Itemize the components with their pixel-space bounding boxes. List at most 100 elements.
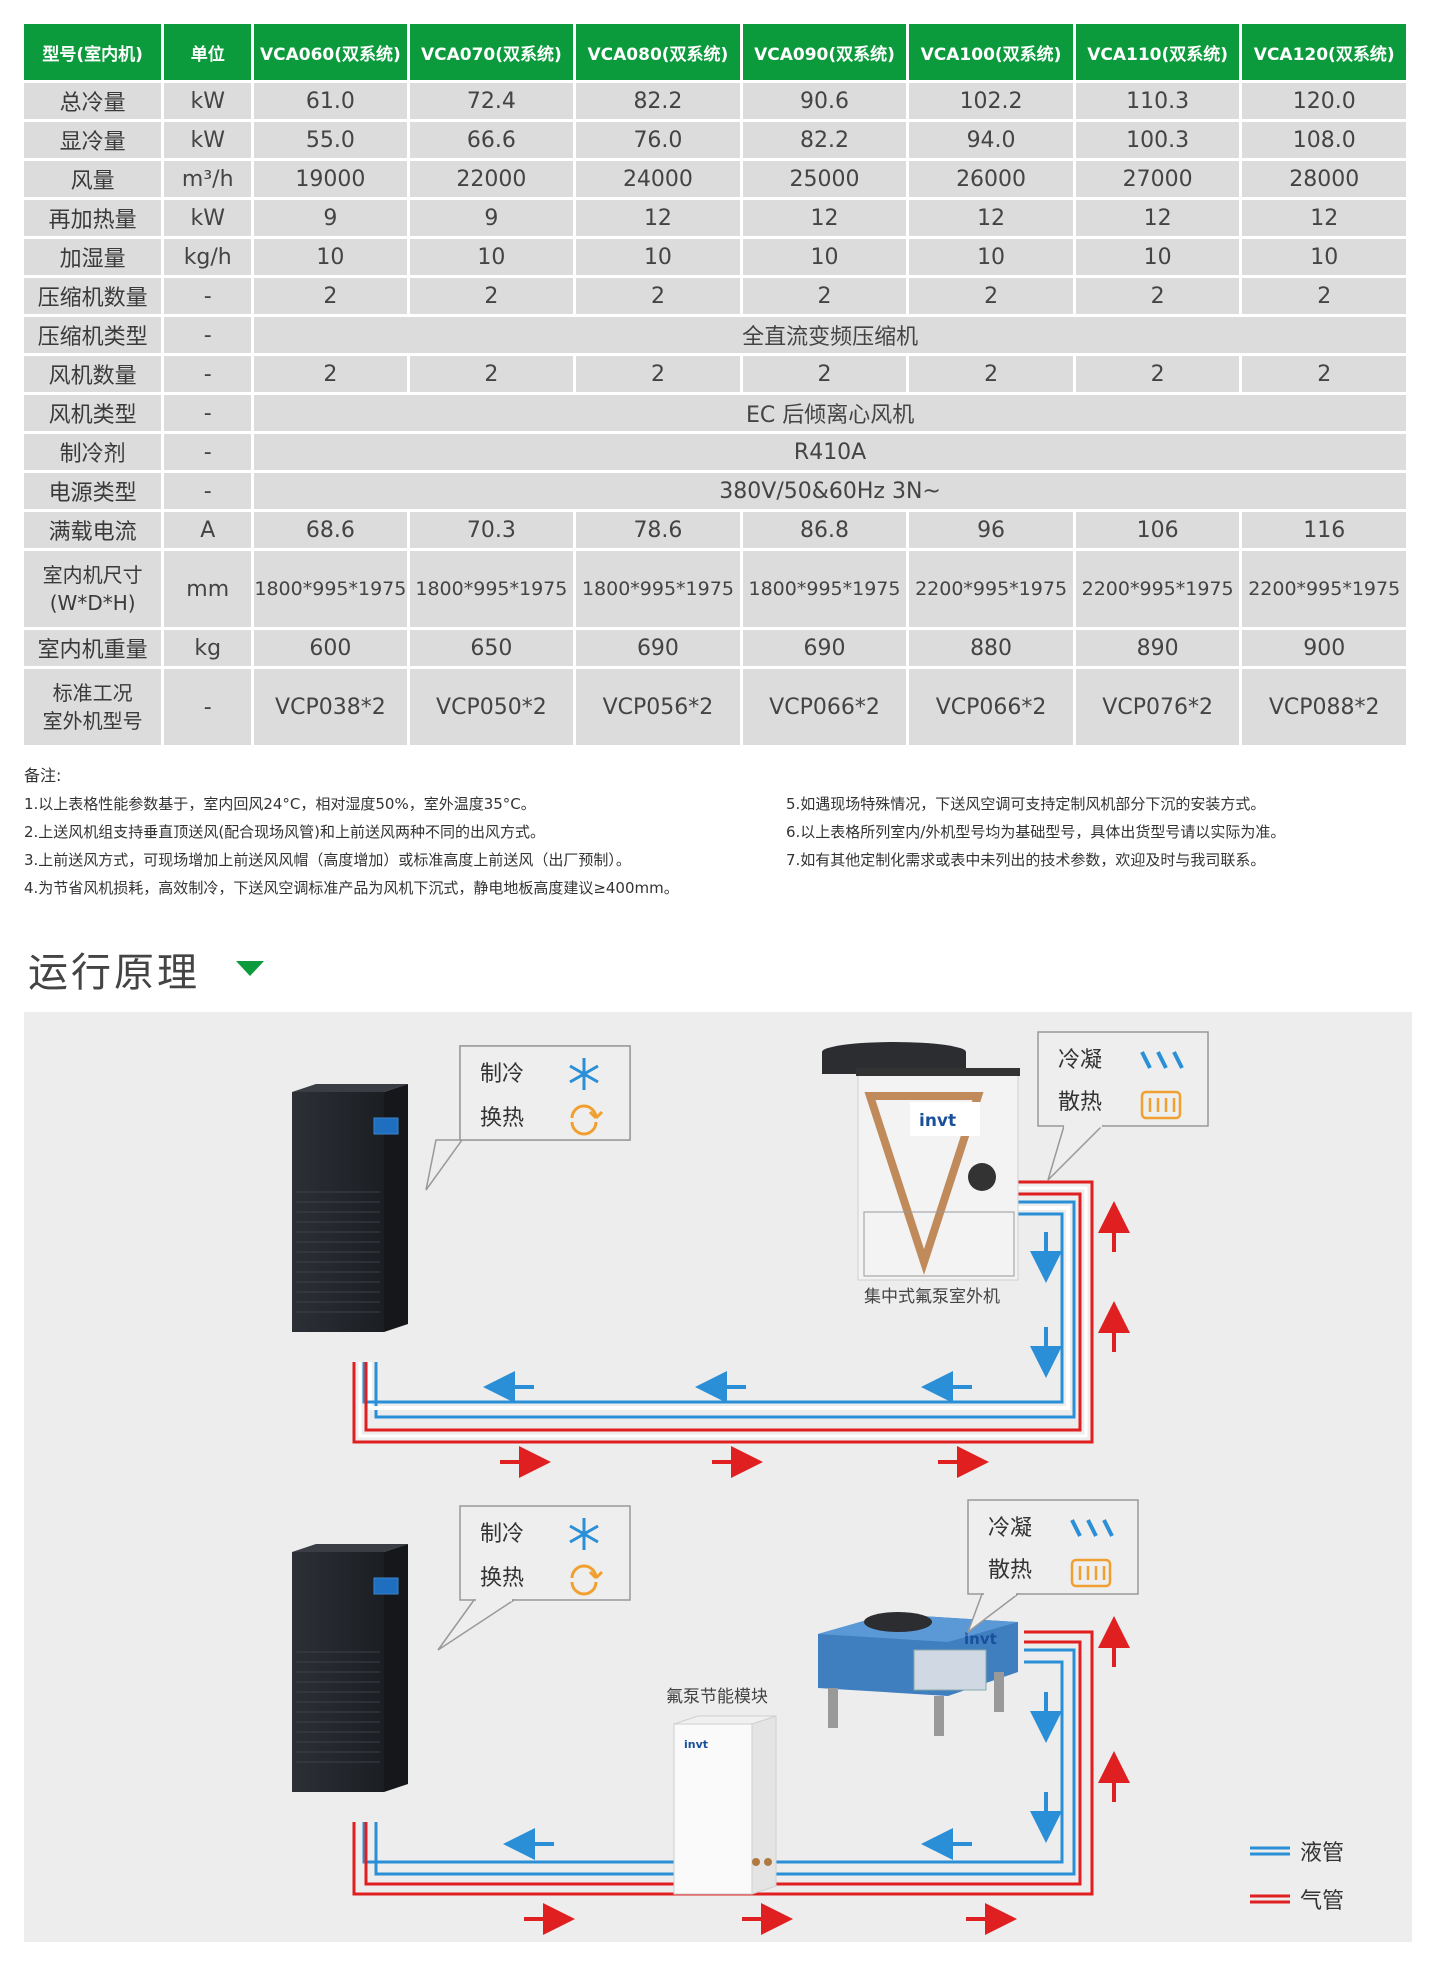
bubble-cooling-label: 制冷: [480, 1062, 524, 1087]
top-system: 制冷 换热 invt 集中式氟泵室外机: [292, 1031, 1209, 1478]
table-cell: 12: [576, 200, 740, 236]
table-cell: 10: [409, 239, 574, 275]
table-cell: VCP050*2: [409, 669, 574, 745]
table-cell: 70.3: [409, 512, 574, 548]
bubble-condense-label: 冷凝: [988, 1516, 1032, 1541]
table-cell: VCP038*2: [254, 669, 407, 745]
row-unit: kW: [164, 122, 252, 158]
table-cell: 24000: [576, 161, 740, 197]
operation-diagram: 制冷 换热 invt 集中式氟泵室外机: [24, 1012, 1412, 1942]
table-cell: 72.4: [409, 83, 574, 119]
wind-icon: [1070, 1519, 1114, 1537]
table-cell: 2: [909, 356, 1073, 392]
notes-left: 备注: 1.以上表格性能参数基于，室内回风24°C，相对湿度50%，室外温度35…: [24, 762, 679, 902]
row-unit: kg: [164, 630, 252, 666]
table-cell: VCP088*2: [1242, 669, 1406, 745]
table-cell: 102.2: [909, 83, 1073, 119]
table-cell: 1800*995*1975: [409, 551, 574, 627]
merged-cell: R410A: [254, 434, 1406, 470]
table-cell: VCP066*2: [909, 669, 1073, 745]
table-cell: 600: [254, 630, 407, 666]
invt-logo: invt: [964, 1630, 997, 1648]
table-cell: 76.0: [576, 122, 740, 158]
indoor-unit-bottom: [292, 1544, 408, 1792]
table-cell: 78.6: [576, 512, 740, 548]
table-cell: 94.0: [909, 122, 1073, 158]
row-unit: -: [164, 278, 252, 314]
table-cell: 2200*995*1975: [1242, 551, 1406, 627]
table-row: 制冷剂-R410A: [24, 434, 1406, 470]
table-cell: 2: [409, 278, 574, 314]
merged-cell: 全直流变频压缩机: [254, 317, 1406, 353]
table-cell: 27000: [1075, 161, 1240, 197]
row-unit: A: [164, 512, 252, 548]
column-header: VCA100(双系统): [909, 24, 1073, 80]
row-label-text: 电源类型: [48, 481, 137, 506]
table-cell: 9: [409, 200, 574, 236]
table-cell: 2: [1242, 278, 1406, 314]
table-cell: 100.3: [1075, 122, 1240, 158]
row-label: 压缩机类型: [24, 317, 162, 353]
row-label-text: 室内机尺寸: [42, 563, 143, 587]
row-unit: kW: [164, 83, 252, 119]
table-cell: 19000: [254, 161, 407, 197]
table-cell: 2: [742, 356, 907, 392]
row-label: 制冷剂: [24, 434, 162, 470]
row-unit: kg/h: [164, 239, 252, 275]
table-cell: 22000: [409, 161, 574, 197]
merged-cell: 380V/50&60Hz 3N~: [254, 473, 1406, 509]
column-header: VCA080(双系统): [576, 24, 740, 80]
wind-icon: [1140, 1051, 1184, 1069]
outdoor-bubble-bottom: 冷凝 散热: [966, 1499, 1139, 1635]
table-cell: 28000: [1242, 161, 1406, 197]
table-row: 压缩机类型-全直流变频压缩机: [24, 317, 1406, 353]
table-cell: 9: [254, 200, 407, 236]
table-cell: 1800*995*1975: [254, 551, 407, 627]
outdoor-bubble-top: 冷凝 散热: [1037, 1031, 1209, 1181]
row-label-text: 标准工况: [52, 681, 133, 705]
row-label: 再加热量: [24, 200, 162, 236]
table-cell: 12: [909, 200, 1073, 236]
table-cell: 25000: [742, 161, 907, 197]
bubble-condense-label: 冷凝: [1058, 1048, 1102, 1073]
legend: 液管 气管: [1250, 1841, 1344, 1914]
table-cell: 116: [1242, 512, 1406, 548]
column-header: 型号(室内机): [24, 24, 162, 80]
table-cell: 12: [1242, 200, 1406, 236]
heat-icon: [1070, 1558, 1112, 1588]
section-title: 运行原理: [28, 950, 200, 996]
row-label: 显冷量: [24, 122, 162, 158]
outdoor-unit-bottom: invt: [818, 1612, 1018, 1736]
bubble-heat-exchange-label: 换热: [480, 1106, 524, 1131]
table-cell: VCP056*2: [576, 669, 740, 745]
table-cell: 10: [576, 239, 740, 275]
table-cell: 2: [1075, 356, 1240, 392]
row-unit: -: [164, 434, 252, 470]
row-label-text: 风量: [70, 169, 115, 194]
row-unit: -: [164, 395, 252, 431]
table-cell: 890: [1075, 630, 1240, 666]
table-cell: 90.6: [742, 83, 907, 119]
row-label: 室内机重量: [24, 630, 162, 666]
table-cell: 10: [254, 239, 407, 275]
table-cell: 2: [576, 356, 740, 392]
column-header: VCA090(双系统): [742, 24, 907, 80]
bottom-system: 制冷 换热 氟泵节能模块 invt invt: [292, 1499, 1139, 1935]
column-header: VCA120(双系统): [1242, 24, 1406, 80]
row-label: 总冷量: [24, 83, 162, 119]
table-cell: 10: [909, 239, 1073, 275]
row-unit: -: [164, 669, 252, 745]
note-2: 2.上送风机组支持垂直顶送风(配合现场风管)和上前送风两种不同的出风方式。: [24, 823, 546, 841]
table-cell: 880: [909, 630, 1073, 666]
bubble-cooling-label: 制冷: [480, 1522, 524, 1547]
table-cell: 110.3: [1075, 83, 1240, 119]
recycle-icon: [570, 1104, 604, 1136]
row-label-subtext: (W*D*H): [49, 591, 136, 615]
table-cell: VCP076*2: [1075, 669, 1240, 745]
table-cell: VCP066*2: [742, 669, 907, 745]
row-label-text: 再加热量: [48, 208, 137, 233]
table-cell: 61.0: [254, 83, 407, 119]
